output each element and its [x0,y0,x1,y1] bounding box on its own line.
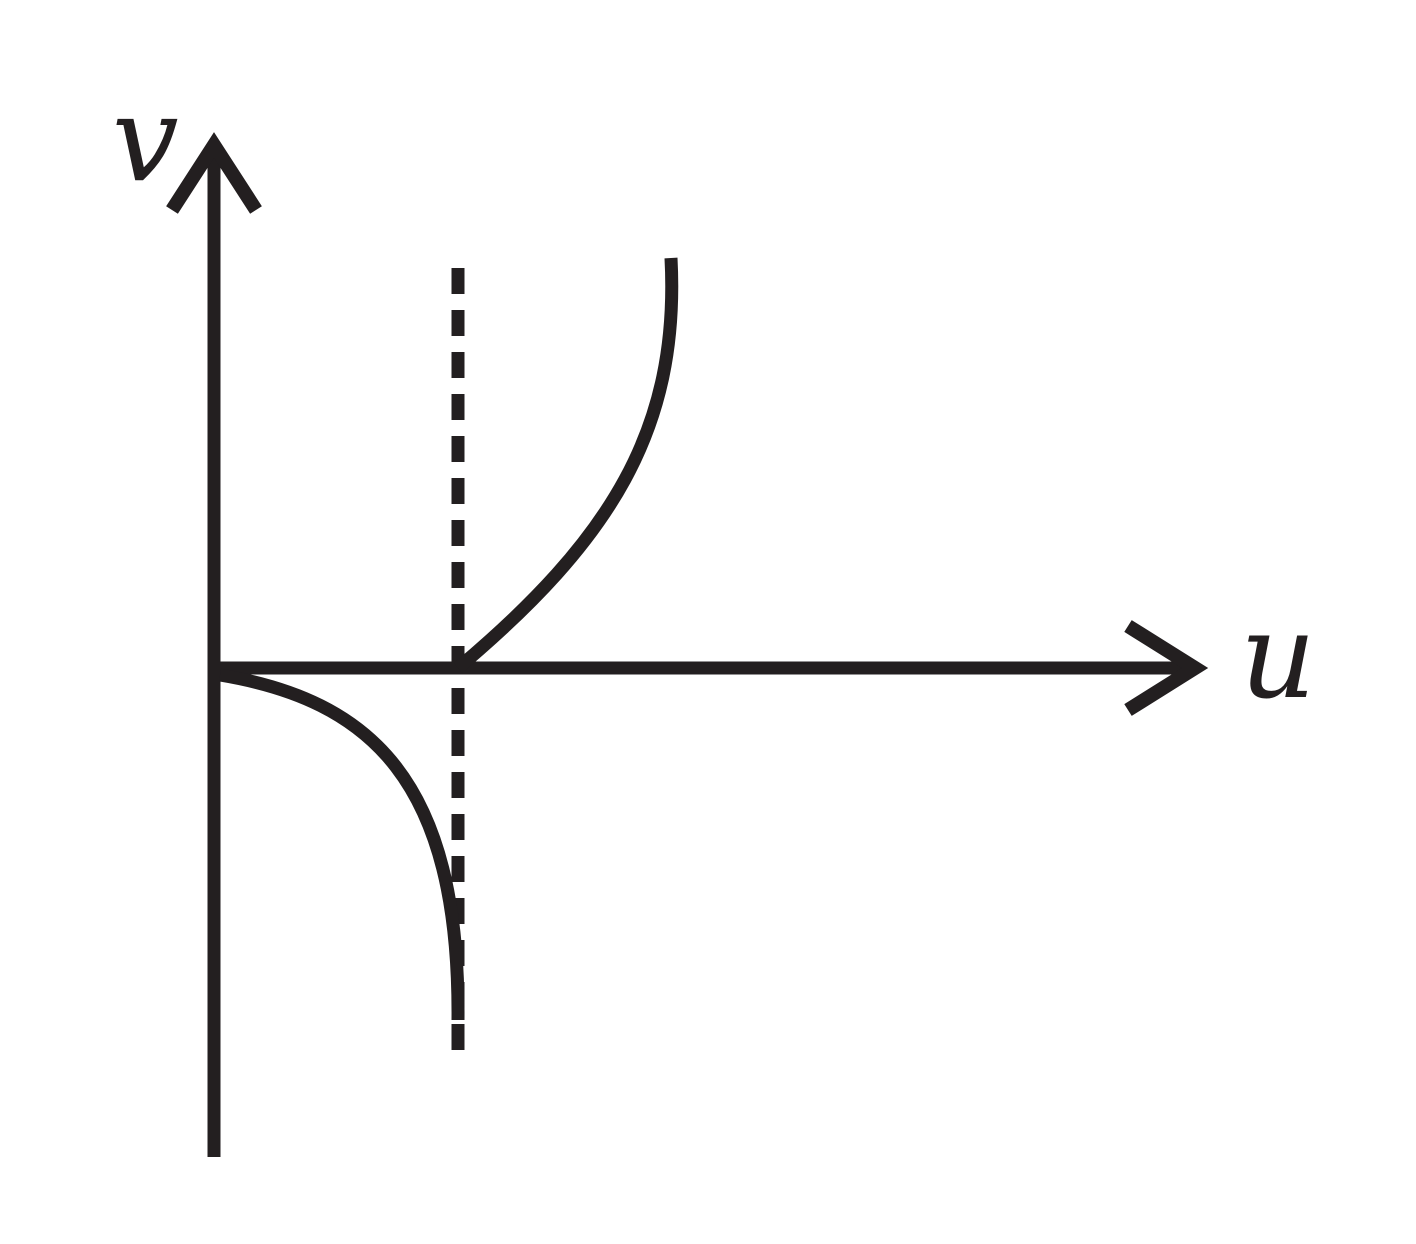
curve-lower-branch [218,668,465,1021]
curve-upper-branch [453,257,679,673]
u-axis-label: u [1240,587,1316,725]
u-axis-arrowhead [1124,620,1209,716]
v-axis-label: v [112,70,179,208]
v-axis-arrowhead [166,132,262,214]
